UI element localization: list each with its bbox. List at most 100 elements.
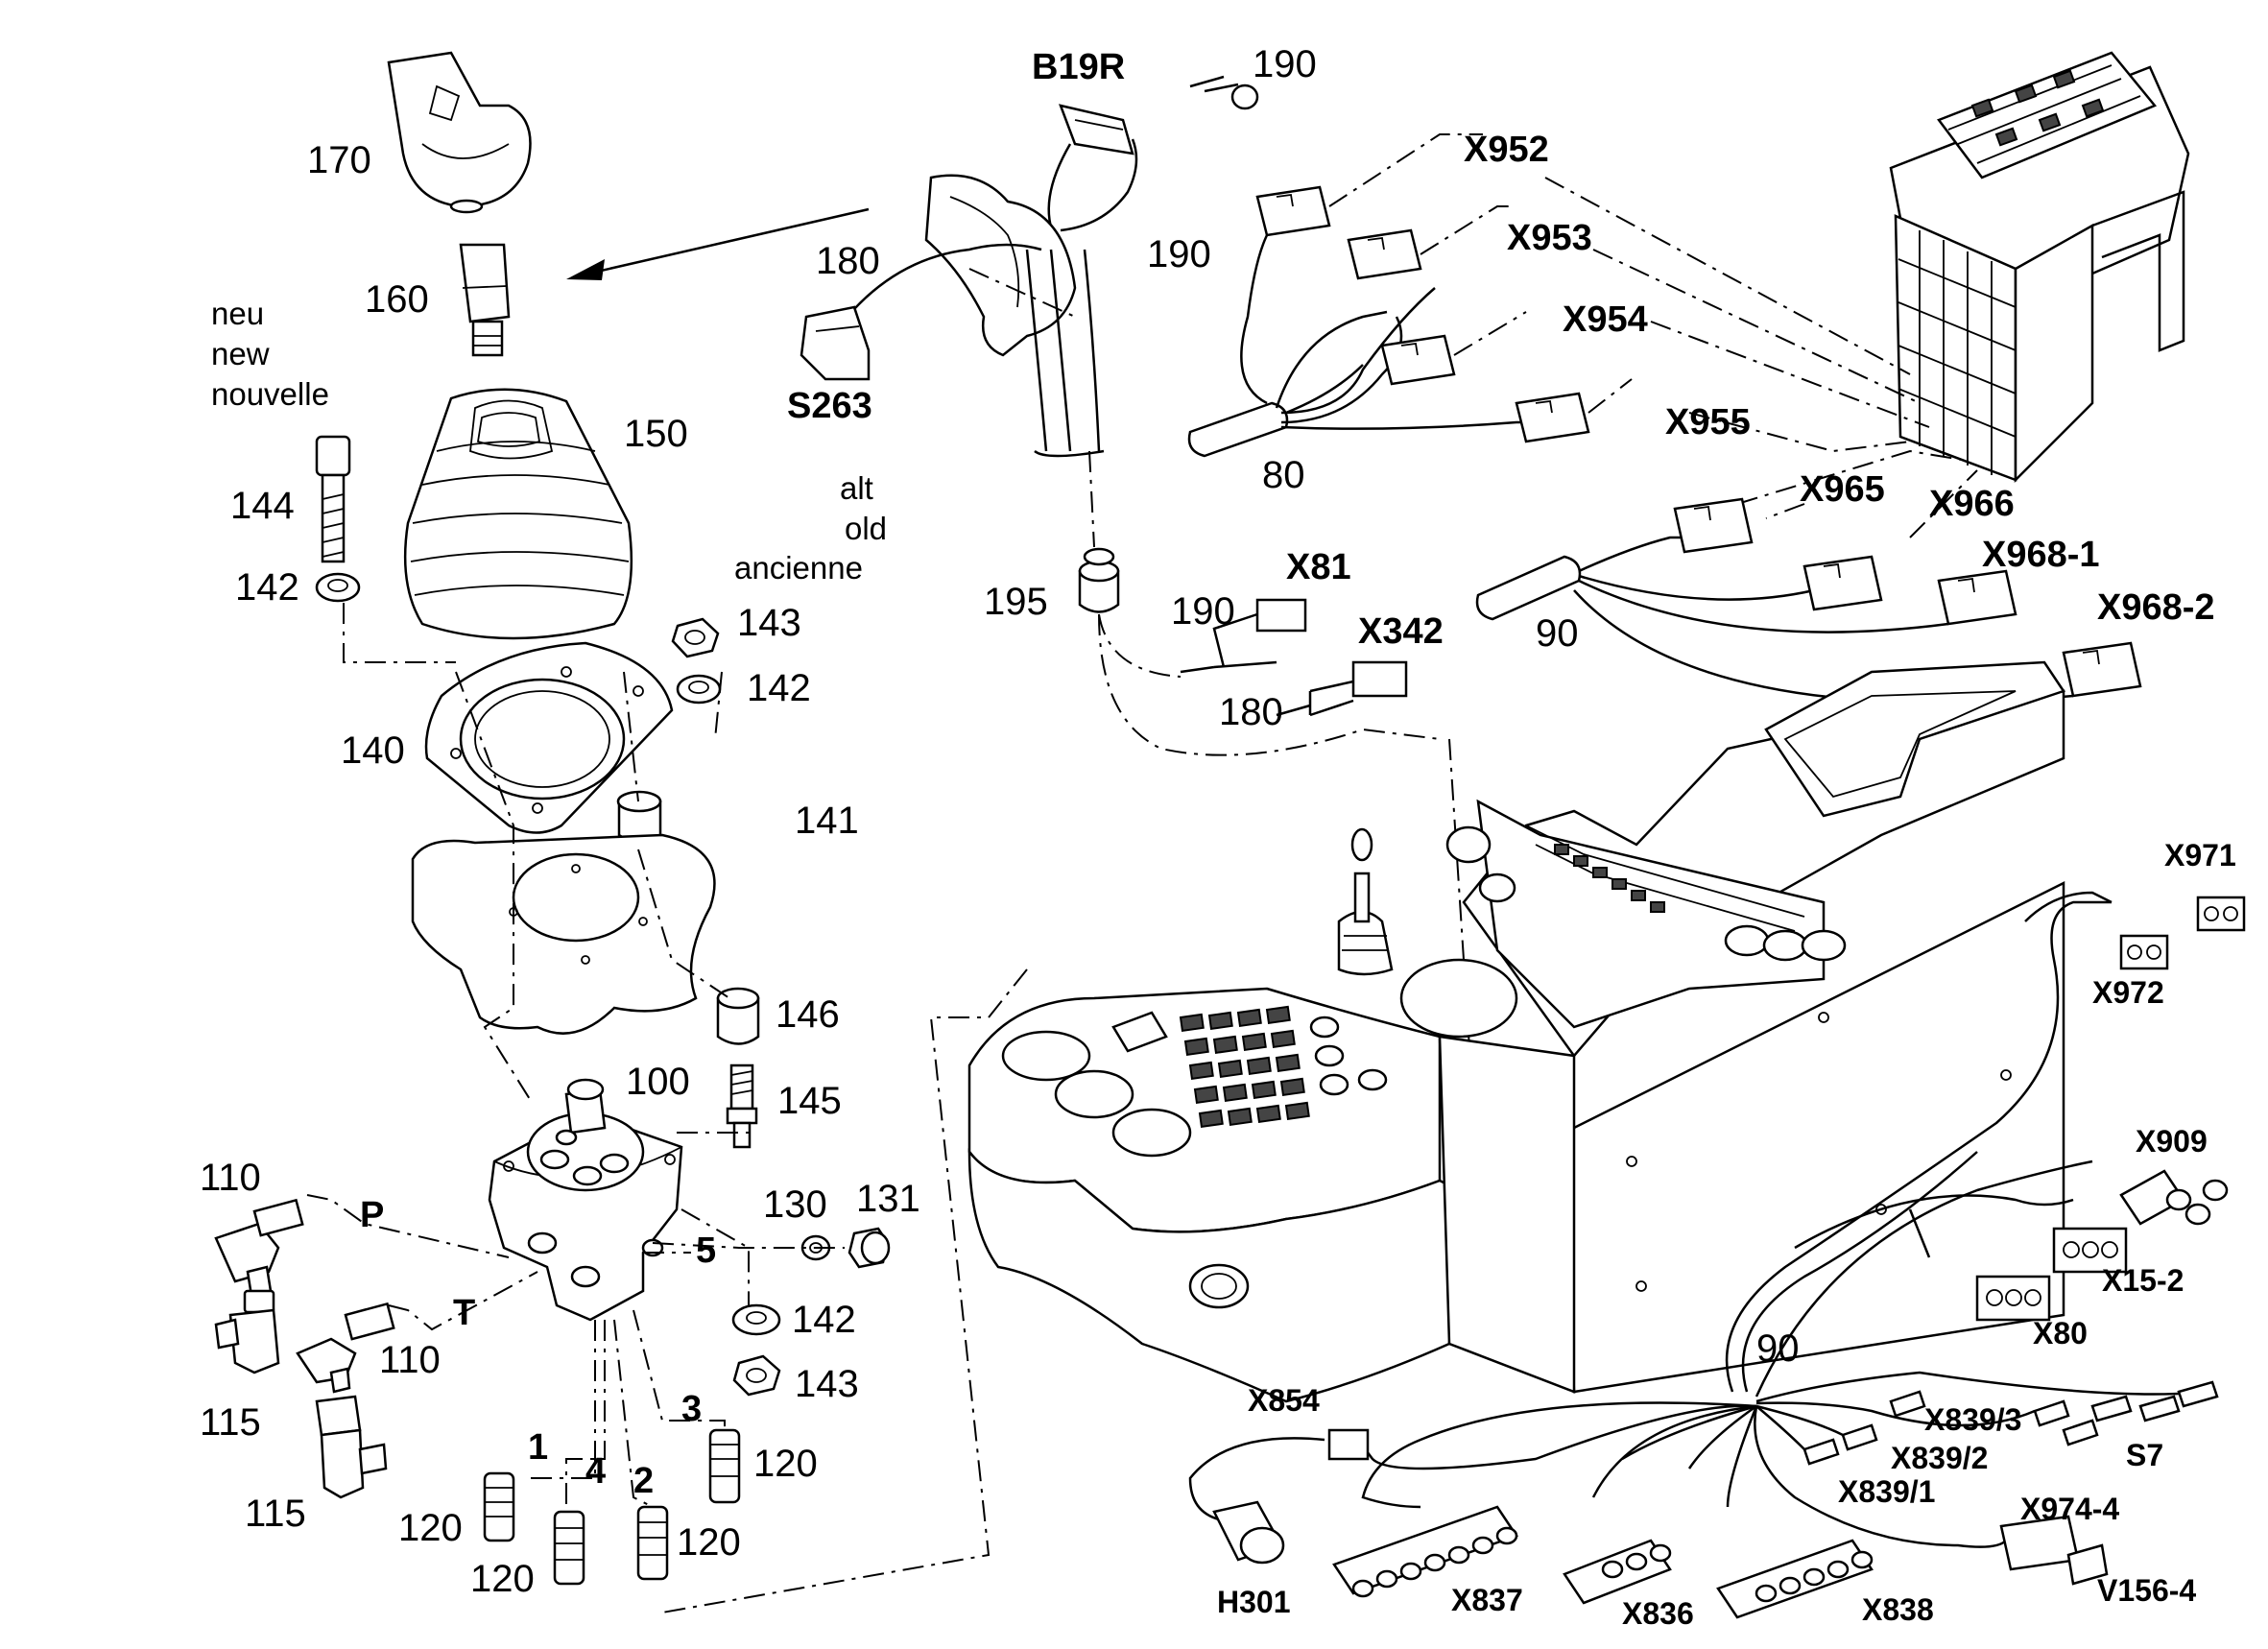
- label-142-a: 142: [235, 566, 299, 609]
- fitting-110-a: [214, 1198, 304, 1298]
- label-x965: X965: [1800, 469, 1885, 510]
- nut-143-b: [732, 1354, 781, 1397]
- label-h301: H301: [1217, 1585, 1291, 1619]
- plug-131: [848, 1227, 891, 1269]
- connector-x80: [1975, 1275, 2051, 1322]
- fitting-110-b: [296, 1302, 395, 1394]
- connector-x971: [2196, 896, 2246, 932]
- connector-x909: [2119, 1169, 2229, 1226]
- label-160: 160: [365, 278, 429, 321]
- gauge-row: [1724, 924, 1847, 962]
- port-2: 2: [633, 1461, 654, 1501]
- label-140: 140: [341, 729, 405, 772]
- boot-150: [403, 388, 633, 640]
- label-90-a: 90: [1536, 612, 1579, 655]
- connector-x15-2: [2052, 1227, 2128, 1274]
- label-x854: X854: [1248, 1383, 1320, 1418]
- label-115-a: 115: [200, 1401, 261, 1444]
- port-t: T: [453, 1293, 475, 1333]
- label-x839-1: X839/1: [1838, 1474, 1935, 1509]
- label-110-b: 110: [379, 1339, 441, 1381]
- label-130: 130: [763, 1183, 827, 1226]
- label-180-a: 180: [816, 240, 880, 282]
- label-131: 131: [856, 1178, 920, 1220]
- label-110-a: 110: [200, 1157, 261, 1199]
- fitting-120-d: [708, 1428, 741, 1504]
- label-120-b: 120: [470, 1558, 535, 1600]
- label-143-a: 143: [737, 602, 801, 644]
- label-145: 145: [777, 1080, 842, 1122]
- label-195: 195: [984, 581, 1048, 623]
- harness-90-upper: [1475, 497, 2142, 705]
- label-x15-2: X15-2: [2102, 1263, 2184, 1298]
- label-s263: S263: [787, 386, 872, 426]
- pilot-valve-100: [488, 1078, 683, 1322]
- svg-text:alt: alt: [840, 470, 873, 506]
- label-x839-3: X839/3: [1924, 1402, 2021, 1437]
- washer-142-c: [731, 1303, 781, 1336]
- label-90-b: 90: [1756, 1327, 1800, 1370]
- port-3: 3: [681, 1389, 702, 1429]
- label-142-c: 142: [792, 1299, 856, 1341]
- joystick-harness: [800, 75, 1259, 548]
- washer-142-b: [676, 674, 722, 705]
- label-x342: X342: [1358, 611, 1444, 652]
- label-x952: X952: [1464, 130, 1549, 170]
- sleeve-146: [716, 987, 760, 1045]
- washer-142-a: [315, 572, 361, 603]
- label-150: 150: [624, 413, 688, 455]
- plate-140: [424, 641, 674, 834]
- connector-x836: [1563, 1539, 1672, 1605]
- label-115-b: 115: [245, 1493, 306, 1535]
- label-x838: X838: [1862, 1592, 1934, 1627]
- tee-115-a: [214, 1289, 280, 1374]
- label-x972: X972: [2092, 975, 2164, 1010]
- fitting-120-c: [636, 1505, 669, 1581]
- port-4: 4: [585, 1451, 606, 1492]
- console-top: [411, 833, 716, 1035]
- label-190-b: 190: [1147, 233, 1211, 275]
- arrow-to-harness: [566, 207, 870, 280]
- label-x966: X966: [1929, 484, 2015, 524]
- connector-x81: [1180, 598, 1307, 674]
- pin-terminals: [1802, 1380, 2219, 1466]
- port-1: 1: [528, 1427, 548, 1468]
- label-144: 144: [230, 485, 295, 527]
- label-v156-4: V156-4: [2097, 1573, 2196, 1608]
- port-5: 5: [696, 1231, 716, 1271]
- label-x839-2: X839/2: [1891, 1441, 1988, 1475]
- harness-80: [1187, 185, 1590, 458]
- label-180-b: 180: [1219, 691, 1283, 733]
- console-body: [967, 660, 2065, 1403]
- relay-frame: [1889, 51, 2190, 484]
- label-x954: X954: [1563, 299, 1648, 340]
- label-x81: X81: [1286, 547, 1351, 587]
- connector-x974-4: [1999, 1515, 2109, 1586]
- bolt-144: [315, 435, 351, 563]
- note-new: neu new nouvelle: [211, 296, 329, 412]
- note-old: alt old ancienne: [734, 470, 887, 586]
- label-146: 146: [776, 993, 840, 1036]
- label-120-a: 120: [398, 1507, 463, 1549]
- svg-text:neu: neu: [211, 296, 264, 331]
- label-x80: X80: [2033, 1316, 2088, 1350]
- switch-grid: [1179, 1005, 1310, 1128]
- label-b19r: B19R: [1032, 47, 1125, 87]
- connector-x838: [1716, 1539, 1874, 1619]
- connector-x972: [2119, 934, 2169, 970]
- label-x953: X953: [1507, 218, 1592, 258]
- svg-text:new: new: [211, 336, 270, 371]
- svg-text:ancienne: ancienne: [734, 550, 863, 586]
- connector-x837: [1332, 1505, 1518, 1598]
- grip-170: [387, 51, 532, 214]
- label-190-c: 190: [1171, 590, 1235, 633]
- frame-dash-lines: [1328, 133, 1978, 538]
- label-142-b: 142: [747, 667, 811, 709]
- label-x909: X909: [2136, 1124, 2208, 1159]
- fitting-120-a: [483, 1471, 515, 1542]
- label-170: 170: [307, 139, 371, 181]
- shaft-160: [459, 243, 511, 357]
- label-80: 80: [1262, 454, 1305, 496]
- switch-row-upper: [1554, 844, 1665, 913]
